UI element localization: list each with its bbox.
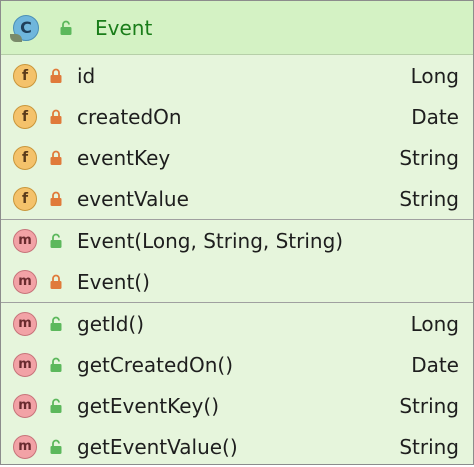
- leaf-icon: [10, 33, 22, 42]
- public-lock-icon: [50, 357, 62, 372]
- field-icon: f: [13, 186, 37, 211]
- class-icon-letter: C: [20, 17, 32, 37]
- field-type: String: [399, 186, 459, 211]
- method-icon: m: [13, 269, 37, 294]
- method-icon-letter: m: [18, 439, 32, 454]
- public-lock-icon: [50, 233, 62, 248]
- field-icon: f: [13, 104, 37, 129]
- public-lock-icon: [50, 316, 62, 331]
- method-icon: m: [13, 311, 37, 336]
- constructor-row[interactable]: m Event(Long, String, String): [1, 220, 473, 261]
- field-row[interactable]: f createdOn Date: [1, 96, 473, 137]
- method-row[interactable]: m getEventKey() String: [1, 385, 473, 426]
- public-lock-icon: [50, 398, 62, 413]
- field-icon-letter: f: [21, 67, 29, 84]
- public-lock-icon: [50, 439, 62, 454]
- method-icon: m: [13, 228, 37, 253]
- methods-section: m getId() Long m getCreatedOn() Date m g…: [1, 303, 473, 467]
- class-name: Event: [95, 15, 153, 40]
- field-icon-letter: f: [21, 108, 29, 125]
- fields-section: f id Long f createdOn Date f eventKey: [1, 55, 473, 220]
- field-name: id: [77, 63, 96, 88]
- field-icon-letter: f: [21, 149, 29, 166]
- method-icon-letter: m: [18, 233, 32, 248]
- method-icon-letter: m: [18, 274, 32, 289]
- method-return-type: String: [399, 393, 459, 418]
- private-lock-icon: [50, 68, 62, 83]
- field-type: String: [399, 145, 459, 170]
- field-icon: f: [13, 63, 37, 88]
- field-type: Date: [411, 104, 459, 129]
- method-return-type: String: [399, 434, 459, 459]
- method-icon: m: [13, 434, 37, 459]
- private-lock-icon: [50, 274, 62, 289]
- constructor-name: Event(): [77, 269, 150, 294]
- method-return-type: Date: [411, 352, 459, 377]
- field-row[interactable]: f eventKey String: [1, 137, 473, 178]
- private-lock-icon: [50, 191, 62, 206]
- method-name: getEventValue(): [77, 434, 238, 459]
- class-header[interactable]: C Event: [1, 1, 473, 55]
- constructor-name: Event(Long, String, String): [77, 228, 344, 253]
- method-icon-letter: m: [18, 316, 32, 331]
- method-icon-letter: m: [18, 398, 32, 413]
- method-row[interactable]: m getEventValue() String: [1, 426, 473, 467]
- field-icon-letter: f: [21, 190, 29, 207]
- field-type: Long: [410, 63, 459, 88]
- constructors-section: m Event(Long, String, String) m Event(): [1, 220, 473, 303]
- field-icon: f: [13, 145, 37, 170]
- method-return-type: Long: [410, 311, 459, 336]
- field-name: eventKey: [77, 145, 171, 170]
- method-name: getEventKey(): [77, 393, 220, 418]
- constructor-row[interactable]: m Event(): [1, 261, 473, 302]
- method-icon: m: [13, 393, 37, 418]
- field-name: createdOn: [77, 104, 182, 129]
- field-row[interactable]: f id Long: [1, 55, 473, 96]
- field-name: eventValue: [77, 186, 189, 211]
- method-name: getId(): [77, 311, 145, 336]
- private-lock-icon: [50, 109, 62, 124]
- method-name: getCreatedOn(): [77, 352, 234, 377]
- private-lock-icon: [50, 150, 62, 165]
- method-row[interactable]: m getId() Long: [1, 303, 473, 344]
- method-row[interactable]: m getCreatedOn() Date: [1, 344, 473, 385]
- method-icon: m: [13, 352, 37, 377]
- public-lock-icon: [60, 20, 72, 35]
- method-icon-letter: m: [18, 357, 32, 372]
- field-row[interactable]: f eventValue String: [1, 178, 473, 219]
- class-icon: C: [10, 14, 39, 42]
